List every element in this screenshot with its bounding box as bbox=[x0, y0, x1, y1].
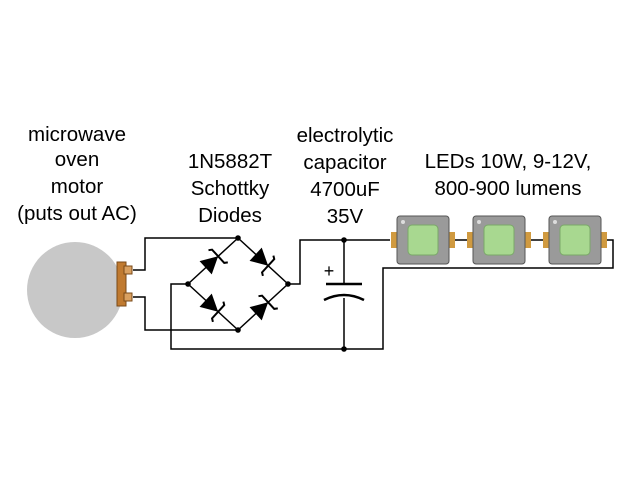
led-1-pad-left bbox=[391, 232, 399, 248]
diode-3 bbox=[199, 293, 226, 323]
capacitor-label: electrolytic capacitor 4700uF 35V bbox=[297, 124, 394, 228]
capacitor-label-line-3: 4700uF bbox=[310, 178, 380, 201]
capacitor-plate-negative bbox=[323, 293, 365, 302]
diode-3-cathode bbox=[210, 301, 226, 323]
led-3-die bbox=[559, 224, 591, 256]
motor-terminal-bottom bbox=[123, 292, 133, 302]
junction-dots bbox=[185, 235, 347, 352]
diode-label-line-1: 1N5882T bbox=[188, 150, 273, 173]
led-3-pad-right bbox=[599, 232, 607, 248]
junction-cap-bottom bbox=[341, 346, 347, 352]
motor bbox=[27, 242, 133, 338]
motor-body bbox=[27, 242, 123, 338]
motor-label-line-1: microwave bbox=[28, 123, 126, 146]
led-1-pad-right bbox=[447, 232, 455, 248]
diode-2-triangle bbox=[249, 247, 269, 266]
led-3-screw-hole bbox=[553, 220, 557, 224]
capacitor-label-line-2: capacitor bbox=[303, 151, 386, 174]
capacitor-label-line-4: 35V bbox=[327, 205, 364, 228]
diode-2-cathode bbox=[260, 255, 276, 277]
diode-3-triangle bbox=[199, 293, 219, 312]
capacitor-polarity-mark: + bbox=[324, 261, 335, 281]
led-label-line-2: 800-900 lumens bbox=[434, 177, 581, 200]
led-2-pad-right bbox=[523, 232, 531, 248]
wire-positive-rail bbox=[288, 239, 390, 285]
diode-2 bbox=[249, 247, 276, 277]
motor-label-line-2: oven bbox=[55, 148, 99, 171]
diode-1-triangle bbox=[199, 256, 219, 275]
motor-label-line-3: motor bbox=[51, 175, 104, 198]
led-2-pad-left bbox=[467, 232, 475, 248]
diode-4 bbox=[249, 294, 278, 321]
led-2 bbox=[467, 215, 531, 265]
electrolytic-capacitor: + bbox=[323, 261, 365, 302]
wire-motor-bottom bbox=[133, 296, 238, 331]
bridge-rectifier bbox=[187, 237, 289, 331]
wire-negative-rail bbox=[170, 239, 614, 350]
led-2-screw-hole bbox=[477, 220, 481, 224]
motor-terminal-top bbox=[123, 265, 133, 275]
diode-label-line-3: Diodes bbox=[198, 204, 262, 227]
diode-1-cathode bbox=[208, 248, 228, 264]
led-1 bbox=[391, 215, 455, 265]
diode-4-triangle bbox=[249, 302, 269, 321]
wires bbox=[133, 237, 614, 350]
motor-terminal-block bbox=[116, 261, 127, 307]
junction-cap-top bbox=[341, 237, 347, 243]
diode-label-line-2: Schottky bbox=[191, 177, 270, 200]
led-1-die bbox=[407, 224, 439, 256]
diode-1 bbox=[199, 248, 228, 275]
led-label: LEDs 10W, 9-12V, 800-900 lumens bbox=[425, 150, 592, 200]
motor-label-line-4: (puts out AC) bbox=[17, 202, 137, 225]
capacitor-label-line-1: electrolytic bbox=[297, 124, 394, 147]
led-3 bbox=[543, 215, 607, 265]
led-1-screw-hole bbox=[401, 220, 405, 224]
diode-label: 1N5882T Schottky Diodes bbox=[188, 150, 273, 227]
motor-label: microwave oven motor (puts out AC) bbox=[17, 123, 137, 225]
diode-4-cathode bbox=[258, 294, 278, 310]
wire-motor-top bbox=[133, 237, 238, 271]
led-2-die bbox=[483, 224, 515, 256]
led-label-line-1: LEDs 10W, 9-12V, bbox=[425, 150, 592, 173]
led-3-pad-left bbox=[543, 232, 551, 248]
